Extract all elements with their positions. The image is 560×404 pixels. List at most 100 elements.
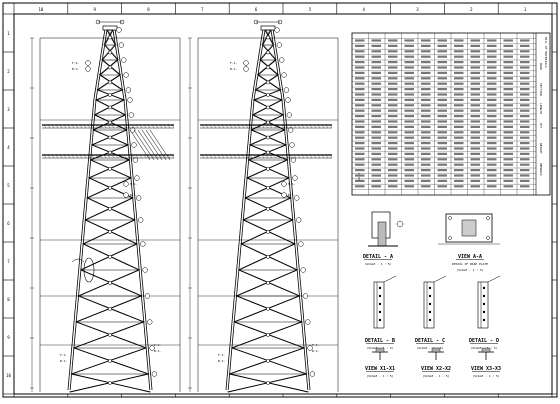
bom-cell-text <box>454 71 464 74</box>
bom-cell-text <box>454 152 464 155</box>
view-aa-plate <box>445 213 493 243</box>
bom-cell-text <box>421 179 431 182</box>
callout-bs: B.S. <box>130 193 137 197</box>
bom-cell-text <box>421 115 431 118</box>
detail-b-bolt <box>378 286 382 290</box>
bom-cell-text <box>487 147 497 150</box>
bom-cell-text <box>388 185 398 188</box>
cross-arm-lacing <box>143 124 147 129</box>
cross-arm-lacing <box>253 154 257 159</box>
bom-cell-text <box>437 163 447 166</box>
callout-circle <box>123 181 129 187</box>
bom-cell-text <box>487 152 497 155</box>
bom-cell-text <box>421 44 431 47</box>
part-mark-circle <box>127 97 133 103</box>
cross-arm-lacing <box>213 124 217 129</box>
cross-arm-lacing <box>75 154 79 159</box>
detail-b-bolt <box>378 294 382 298</box>
bom-cell-text <box>503 120 513 123</box>
bom-cell-text <box>487 55 497 58</box>
bom-cell-text <box>470 136 480 139</box>
cross-arm-lacing <box>329 154 333 159</box>
cross-arm-lacing <box>131 154 135 159</box>
border-column-label: 5 <box>309 7 312 12</box>
cross-arm-lacing <box>43 124 47 129</box>
bom-total-label: TOTAL <box>357 173 361 182</box>
detail-d-plate <box>477 281 489 329</box>
node-marker <box>266 167 270 171</box>
bom-cell-text <box>503 174 513 177</box>
bom-cell-text <box>371 158 381 161</box>
bom-cell-text <box>503 66 513 69</box>
view-x3-gusset <box>481 347 491 353</box>
bom-cell-text <box>355 93 365 96</box>
border-row-label: 6 <box>7 221 10 226</box>
bom-cell-text <box>487 131 497 134</box>
view-x2-title: VIEW X2-X2 <box>421 366 451 372</box>
leader-curve <box>71 258 85 263</box>
bom-cell-text <box>388 88 398 91</box>
bom-cell-text <box>470 115 480 118</box>
anchor-bolt-hole <box>448 216 452 220</box>
cross-arm-lacing <box>167 154 171 159</box>
cross-arm-lacing <box>119 124 123 129</box>
cross-arm-lacing <box>115 154 119 159</box>
bom-cell-text <box>371 136 381 139</box>
detail-hatch <box>145 129 167 161</box>
bom-cell-text <box>355 39 365 42</box>
bom-cell-text <box>388 163 398 166</box>
bracing-member <box>70 347 146 375</box>
bom-cell-text <box>454 142 464 145</box>
callout-fs: F.S. <box>60 353 67 357</box>
bom-cell-text <box>371 88 381 91</box>
detail-d-bolt <box>482 302 486 306</box>
bracing-member <box>261 29 271 46</box>
part-mark-circle <box>290 157 296 163</box>
tower-leg <box>225 29 264 391</box>
bom-cell-text <box>503 136 513 139</box>
cross-arm-lacing <box>233 124 237 129</box>
bom-cell-text <box>487 142 497 145</box>
bracing-member <box>259 44 273 61</box>
border-column-label: 6 <box>255 7 258 12</box>
callout-circle <box>243 66 249 72</box>
anchor-bolt-hole <box>448 236 452 240</box>
bracing-member <box>86 177 131 199</box>
cross-arm-lacing <box>171 124 175 129</box>
bom-cell-text <box>437 98 447 101</box>
cross-arm-lacing <box>83 154 87 159</box>
bom-cell-text <box>421 185 431 188</box>
anchor-bolt-hole <box>486 216 490 220</box>
bom-cell-text <box>503 50 513 53</box>
bom-cell-text <box>388 50 398 53</box>
cross-arm-lacing <box>225 124 229 129</box>
detail-b-bolt <box>378 318 382 322</box>
bom-header: REMARKS <box>539 163 543 176</box>
cross-arm-lacing <box>67 124 71 129</box>
callout-circle <box>281 192 287 198</box>
bom-cell-text <box>503 158 513 161</box>
tower-leg <box>272 29 311 391</box>
cross-arm-lacing <box>103 154 107 159</box>
bom-cell-text <box>404 142 414 145</box>
bracing-member <box>230 321 301 349</box>
part-mark-circle <box>300 267 306 273</box>
bom-cell-text <box>503 125 513 128</box>
callout-circle <box>281 181 287 187</box>
bom-cell-text <box>404 88 414 91</box>
bom-cell-text <box>388 61 398 64</box>
bom-cell-text <box>371 174 381 177</box>
cross-arm-lacing <box>59 124 63 129</box>
bom-cell-text <box>421 136 431 139</box>
bom-cell-text <box>437 125 447 128</box>
bom-cell-text <box>520 163 530 166</box>
bom-cell-text <box>487 136 497 139</box>
bom-cell-text <box>520 152 530 155</box>
cross-arm-lacing <box>205 124 209 129</box>
bom-cell-text <box>404 39 414 42</box>
cross-arm-lacing <box>159 124 163 129</box>
bom-cell-text <box>470 185 480 188</box>
bracing-member <box>265 29 275 46</box>
view-aa-scale: (SCALE - 1 : 5) <box>456 268 483 272</box>
